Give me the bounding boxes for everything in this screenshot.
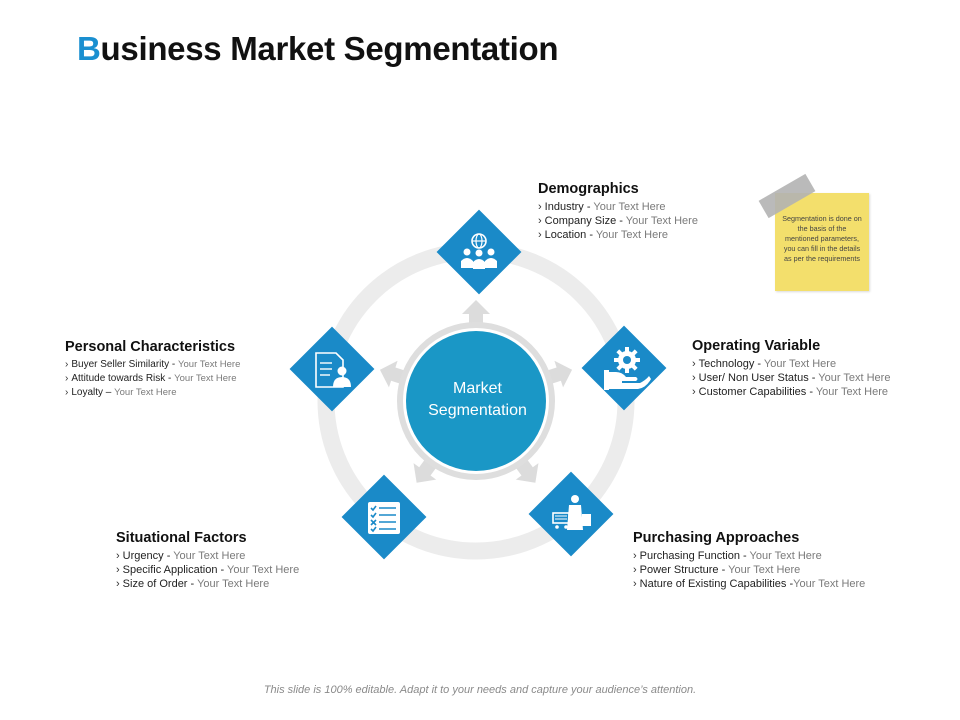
segment-item: ›Power Structure - Your Text Here [633,564,801,576]
segment-title: Demographics [538,181,639,197]
segment-purchasing-approaches: Purchasing Approaches ›Purchasing Functi… [633,530,865,591]
placeholder-text: Your Text Here [197,578,270,590]
placeholder-text: Your Text Here [728,564,801,576]
sticky-note-text: Segmentation is done on the basis of the… [782,214,862,263]
placeholder-text: Your Text Here [174,373,237,384]
segment-title: Situational Factors [116,530,247,546]
segment-title: Purchasing Approaches [633,530,800,546]
segment-item: ›Urgency - Your Text Here [116,550,246,562]
placeholder-text: Your Text Here [227,564,300,576]
center-label-line1: Market [453,380,502,397]
placeholder-text: Your Text Here [173,550,246,562]
gear-hand-icon [604,347,651,390]
placeholder-text: Your Text Here [815,386,889,398]
segment-item: ›Customer Capabilities - Your Text Here [692,386,889,398]
segment-item: ›Buyer Seller Similarity - Your Text Her… [65,359,241,370]
segment-item: ›Location - Your Text Here [538,229,668,241]
arrow-left-icon [379,360,406,388]
segment-item: ›Size of Order - Your Text Here [116,578,270,590]
segment-item: ›Nature of Existing Capabilities -Your T… [633,578,866,590]
placeholder-text: Your Text Here [749,550,822,562]
center-circle [406,331,546,471]
arrow-right-icon [546,360,573,388]
placeholder-text: Your Text Here [114,387,177,398]
checklist-icon [368,502,400,534]
segment-demographics: Demographics ›Industry - Your Text Here … [538,181,698,242]
segment-item: ›Technology - Your Text Here [692,358,837,370]
segment-operating-variable: Operating Variable ›Technology - Your Te… [692,338,890,399]
center-label-line2: Segmentation [428,402,527,419]
placeholder-text: Your Text Here [178,359,241,370]
segment-item: ›User/ Non User Status - Your Text Here [692,372,891,384]
footer-note: This slide is 100% editable. Adapt it to… [263,684,697,696]
segment-personal-characteristics: Personal Characteristics ›Buyer Seller S… [65,339,240,400]
title-first-letter: B [77,30,101,67]
profile-document-icon [315,352,351,388]
title-rest: usiness Market Segmentation [100,30,559,67]
segment-item: ›Specific Application - Your Text Here [116,564,300,576]
center-label: Market Segmentation [400,378,555,422]
segment-title: Operating Variable [692,338,821,354]
people-globe-icon [461,233,497,269]
segment-item: ›Industry - Your Text Here [538,201,666,213]
segment-item: ›Company Size - Your Text Here [538,215,698,227]
page-title: Business Market Segmentation [77,30,559,68]
placeholder-text: Your Text Here [625,215,698,227]
sticky-note: Segmentation is done on the basis of the… [775,193,869,291]
segment-item: ›Purchasing Function - Your Text Here [633,550,822,562]
placeholder-text: Your Text Here [595,229,668,241]
arrow-up-icon [462,300,490,325]
person-cart-icon [552,495,591,530]
segment-item: ›Attitude towards Risk - Your Text Here [65,373,237,384]
segment-situational-factors: Situational Factors ›Urgency - Your Text… [116,530,299,591]
placeholder-text: Your Text Here [593,201,666,213]
placeholder-text: Your Text Here [793,578,866,590]
segment-item: ›Loyalty – Your Text Here [65,387,177,398]
placeholder-text: Your Text Here [763,358,837,370]
segment-title: Personal Characteristics [65,339,236,355]
placeholder-text: Your Text Here [818,372,891,384]
